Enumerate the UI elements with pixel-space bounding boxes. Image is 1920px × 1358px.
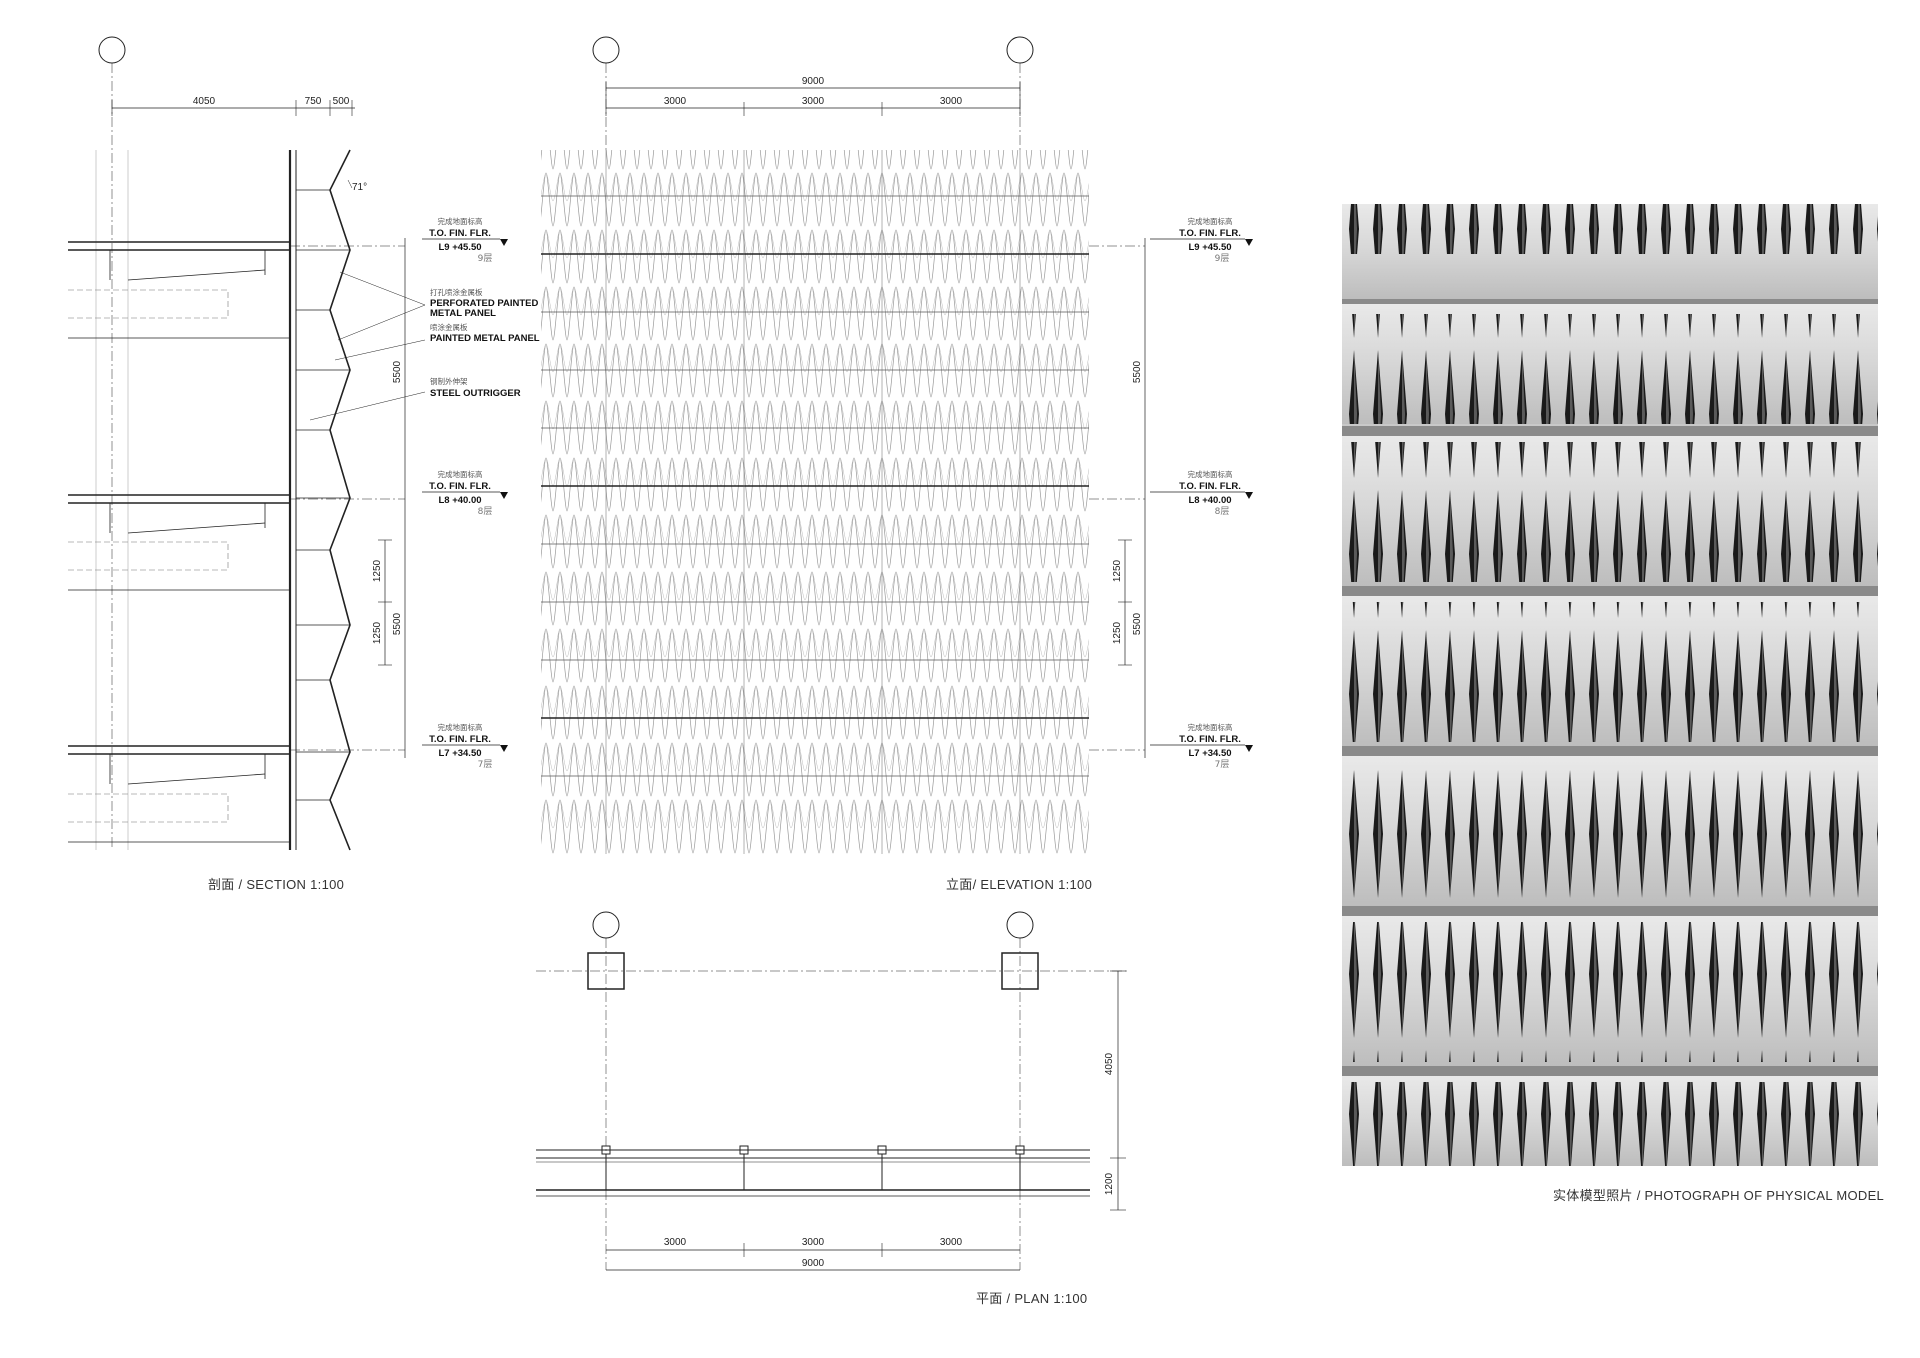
level-value: L7 +34.50 (1188, 748, 1231, 759)
callout-label: PAINTED METAL PANEL (430, 333, 540, 344)
level-value: L9 +45.50 (1188, 242, 1231, 253)
elevation-drawing (541, 36, 1146, 854)
level-value: L9 +45.50 (438, 242, 481, 253)
level-floor: 8层 (1215, 506, 1230, 517)
dim-label: 3000 (802, 96, 825, 107)
level-fin: T.O. FIN. FLR. (1179, 481, 1241, 492)
level-cn: 完成地面标高 (438, 216, 483, 226)
physical-model-photo (1342, 204, 1878, 1166)
dim-label: 3000 (940, 96, 963, 107)
dim-label: 3000 (802, 1237, 825, 1248)
dim-label: 9000 (802, 1258, 825, 1269)
callout-cn: 喷涂金属板 (430, 322, 468, 332)
level-cn: 完成地面标高 (438, 722, 483, 732)
dim-label: 3000 (940, 1237, 963, 1248)
grid-bubble (98, 36, 126, 64)
level-marker: 完成地面标高 T.O. FIN. FLR. L7 +34.50 7层 (1150, 722, 1253, 770)
elevation-caption: 立面/ ELEVATION 1:100 (946, 877, 1093, 892)
elevation-level-markers: 完成地面标高 T.O. FIN. FLR. L9 +45.50 9层 完成地面标… (1150, 216, 1253, 770)
level-cn: 完成地面标高 (1188, 216, 1233, 226)
level-cn: 完成地面标高 (438, 469, 483, 479)
section-dimensions: 4050 750 500 71° 5500 1250 1250 5500 (193, 96, 403, 644)
section-level-markers: 完成地面标高 T.O. FIN. FLR. L9 +45.50 9层 完成地面标… (422, 216, 508, 770)
dim-label: 5500 (392, 612, 403, 635)
dim-label: 4050 (1104, 1052, 1115, 1075)
dim-label: 5500 (392, 360, 403, 383)
grid-bubble (1006, 36, 1034, 64)
dim-label: 500 (333, 96, 350, 107)
dim-label: 3000 (664, 1237, 687, 1248)
section-caption: 剖面 / SECTION 1:100 (208, 877, 345, 892)
level-marker: 完成地面标高 T.O. FIN. FLR. L9 +45.50 9层 (422, 216, 508, 264)
dim-label: 3000 (664, 96, 687, 107)
level-floor: 9层 (478, 253, 493, 264)
callout-cn: 打孔喷涂金属板 (430, 287, 483, 297)
photo-caption: 实体模型照片 / PHOTOGRAPH OF PHYSICAL MODEL (1553, 1188, 1885, 1203)
section-drawing (68, 36, 426, 851)
level-floor: 7层 (478, 759, 493, 770)
level-floor: 9层 (1215, 253, 1230, 264)
grid-bubble (592, 911, 620, 939)
level-value: L8 +40.00 (438, 495, 481, 506)
level-floor: 7层 (1215, 759, 1230, 770)
dim-label: 1250 (1112, 621, 1123, 644)
level-marker: 完成地面标高 T.O. FIN. FLR. L8 +40.00 8层 (422, 469, 508, 517)
level-fin: T.O. FIN. FLR. (1179, 228, 1241, 239)
angle-label: 71° (352, 182, 367, 193)
callout-cn: 钢制外伸架 (430, 376, 468, 386)
level-marker: 完成地面标高 T.O. FIN. FLR. L9 +45.50 9层 (1150, 216, 1253, 264)
callout-label: METAL PANEL (430, 308, 496, 319)
level-fin: T.O. FIN. FLR. (429, 228, 491, 239)
level-marker: 完成地面标高 T.O. FIN. FLR. L8 +40.00 8层 (1150, 469, 1253, 517)
grid-bubble (1006, 911, 1034, 939)
facade-panel-profile (329, 149, 351, 851)
section-callouts: 打孔喷涂金属板 PERFORATED PAINTED METAL PANEL 喷… (430, 287, 540, 399)
dim-label: 5500 (1132, 360, 1143, 383)
model-photo-render (1342, 204, 1878, 1166)
level-fin: T.O. FIN. FLR. (1179, 734, 1241, 745)
elevation-dimensions: 9000 3000 3000 3000 5500 1250 1250 5500 (664, 76, 1143, 644)
dim-label: 9000 (802, 76, 825, 87)
level-value: L8 +40.00 (1188, 495, 1231, 506)
plan-drawing (536, 911, 1130, 1271)
plan-dimensions: 4050 1200 3000 3000 3000 9000 (664, 1052, 1115, 1269)
dim-label: 5500 (1132, 612, 1143, 635)
level-value: L7 +34.50 (438, 748, 481, 759)
dim-label: 1250 (1112, 559, 1123, 582)
dim-label: 1200 (1104, 1172, 1115, 1195)
plan-caption: 平面 / PLAN 1:100 (976, 1291, 1088, 1306)
level-cn: 完成地面标高 (1188, 722, 1233, 732)
callout-label: STEEL OUTRIGGER (430, 388, 521, 399)
dim-label: 750 (305, 96, 322, 107)
dim-label: 1250 (372, 559, 383, 582)
level-fin: T.O. FIN. FLR. (429, 481, 491, 492)
grid-bubble (592, 36, 620, 64)
dim-label: 1250 (372, 621, 383, 644)
dim-label: 4050 (193, 96, 216, 107)
level-cn: 完成地面标高 (1188, 469, 1233, 479)
callout-label: PERFORATED PAINTED (430, 298, 539, 309)
level-marker: 完成地面标高 T.O. FIN. FLR. L7 +34.50 7层 (422, 722, 508, 770)
level-floor: 8层 (478, 506, 493, 517)
level-fin: T.O. FIN. FLR. (429, 734, 491, 745)
